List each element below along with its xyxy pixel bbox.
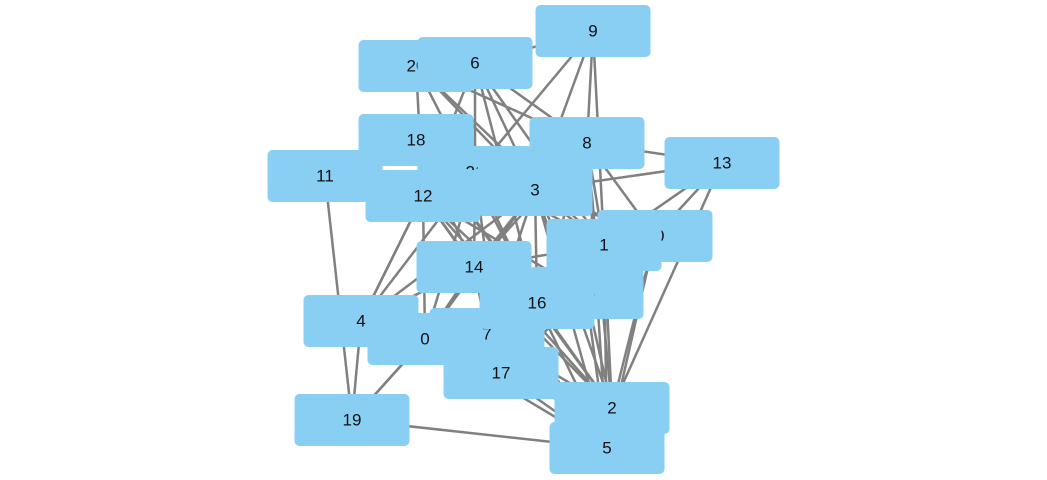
node-9[interactable]: 9 [535,5,651,57]
node-8[interactable]: 8 [529,117,645,169]
node-14[interactable]: 14 [416,241,532,293]
node-label-6: 6 [470,54,479,73]
node-box-6 [417,37,533,89]
node-3[interactable]: 3 [477,164,593,216]
node-13[interactable]: 13 [664,137,780,189]
node-11[interactable]: 11 [267,150,383,202]
node-2[interactable]: 2 [554,382,670,434]
node-box-3 [477,164,593,216]
node-box-13 [664,137,780,189]
node-18[interactable]: 18 [358,114,474,166]
node-label-19: 19 [343,411,362,430]
node-label-9: 9 [588,22,597,41]
node-box-14 [416,241,532,293]
node-label-18: 18 [407,131,426,150]
node-label-2: 2 [607,399,616,418]
node-label-14: 14 [465,258,484,277]
node-label-11: 11 [316,167,334,186]
node-box-17 [443,347,559,399]
node-label-4: 4 [356,312,365,331]
node-box-9 [535,5,651,57]
graph-nodes: 1952101540717116141382112111832069 [267,5,780,474]
node-label-8: 8 [582,134,591,153]
node-1[interactable]: 1 [546,219,662,271]
node-box-18 [358,114,474,166]
node-6[interactable]: 6 [417,37,533,89]
node-17[interactable]: 17 [443,347,559,399]
node-box-1 [546,219,662,271]
node-box-8 [529,117,645,169]
node-box-2 [554,382,670,434]
edge-13-2 [610,162,724,409]
node-label-17: 17 [492,364,511,383]
node-label-0: 0 [420,330,429,349]
node-label-16: 16 [528,294,547,313]
node-5[interactable]: 5 [549,422,665,474]
node-label-12: 12 [414,187,433,206]
node-box-19 [294,394,410,446]
node-box-12 [365,170,481,222]
node-box-5 [549,422,665,474]
node-label-13: 13 [713,154,732,173]
node-label-7: 7 [482,325,491,344]
node-12[interactable]: 12 [365,170,481,222]
node-label-5: 5 [602,439,611,458]
node-box-11 [267,150,383,202]
node-label-3: 3 [530,181,539,200]
node-19[interactable]: 19 [294,394,410,446]
node-label-1: 1 [599,236,608,255]
